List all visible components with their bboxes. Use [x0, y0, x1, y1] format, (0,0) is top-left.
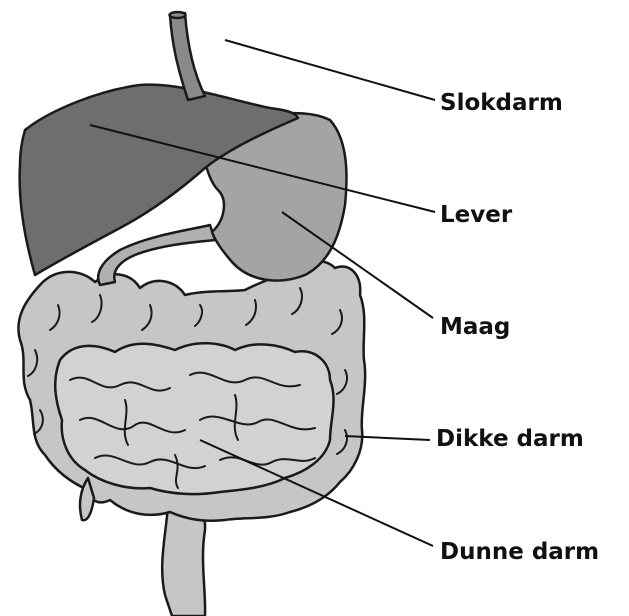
label-large-intestine: Dikke darm — [436, 428, 584, 451]
label-stomach: Maag — [440, 316, 510, 339]
label-liver: Lever — [440, 204, 512, 227]
leader-line-slokdarm — [225, 40, 435, 100]
label-esophagus: Slokdarm — [440, 92, 563, 115]
label-small-intestine: Dunne darm — [440, 541, 599, 564]
esophagus-opening — [170, 12, 186, 18]
